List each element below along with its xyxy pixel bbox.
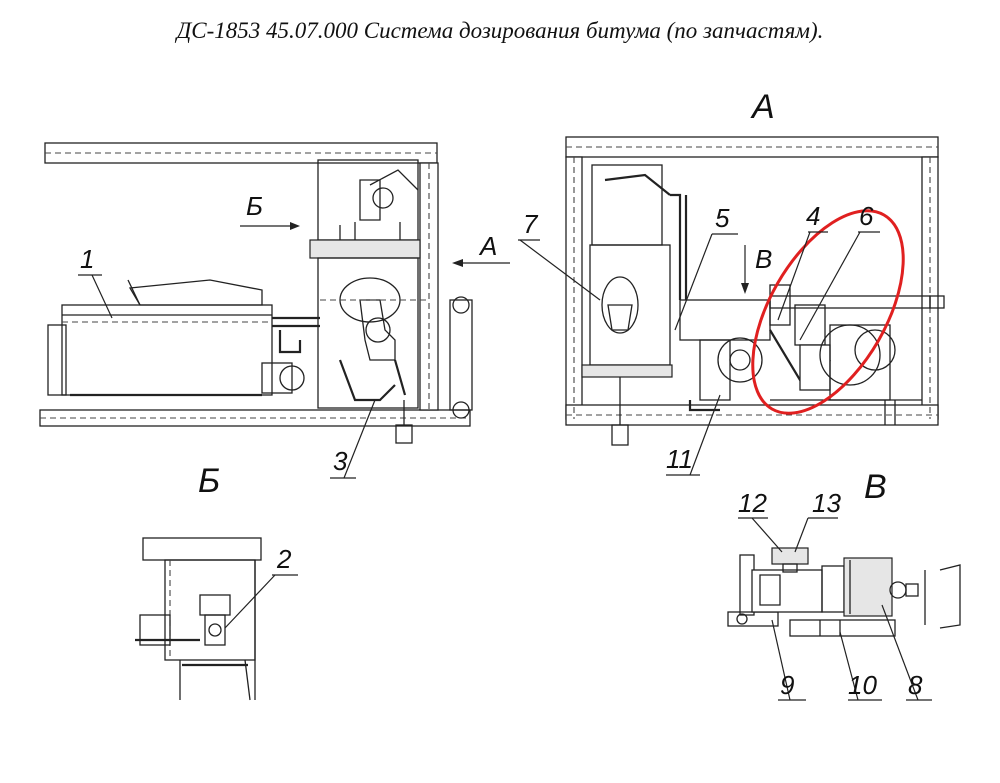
view-a: А <box>565 88 945 446</box>
leader-12 <box>751 517 783 553</box>
arrow-label-a: А <box>478 231 497 261</box>
view-arrow-b: Б <box>240 191 300 230</box>
highlight-ellipse <box>751 209 905 415</box>
callout-7: 7 <box>523 209 539 239</box>
arrow-label-v: В <box>755 244 772 274</box>
view-arrow-a: А <box>452 231 510 267</box>
leader-7 <box>519 239 601 301</box>
leader-5 <box>674 233 713 331</box>
bitumen-tank <box>61 304 273 396</box>
leader-9 <box>771 619 791 701</box>
leader-3 <box>343 399 376 479</box>
view-v: В <box>727 468 961 701</box>
leader-13 <box>794 517 809 553</box>
arrow-label-b: Б <box>246 191 263 221</box>
callout-11: 11 <box>666 444 693 474</box>
view-b: Б <box>135 462 298 701</box>
callout-9: 9 <box>780 670 794 700</box>
callout-1: 1 <box>80 244 94 274</box>
callout-4: 4 <box>806 201 820 231</box>
view-arrow-v: В <box>741 244 772 294</box>
callout-12: 12 <box>738 488 767 518</box>
top-dosing-unit <box>317 159 419 241</box>
leader-8 <box>881 604 919 701</box>
callout-3: 3 <box>333 446 348 476</box>
view-label-a: А <box>750 88 775 126</box>
callout-13: 13 <box>812 488 841 518</box>
main-side-view <box>39 142 473 479</box>
leader-4 <box>777 231 811 321</box>
callout-8: 8 <box>908 670 923 700</box>
leader-2 <box>224 574 276 629</box>
leader-1 <box>91 274 113 319</box>
callout-2: 2 <box>276 544 292 574</box>
dosing-body <box>317 257 419 409</box>
view-label-v: В <box>864 468 887 506</box>
leader-10 <box>839 631 859 701</box>
leader-11 <box>689 394 721 476</box>
callout-5: 5 <box>715 203 730 233</box>
leader-6 <box>799 231 861 341</box>
callout-10: 10 <box>848 670 877 700</box>
page-title: ДС-1853 45.07.000 Система дозирования би… <box>176 18 824 43</box>
view-label-b: Б <box>198 462 220 500</box>
callout-6: 6 <box>859 201 874 231</box>
